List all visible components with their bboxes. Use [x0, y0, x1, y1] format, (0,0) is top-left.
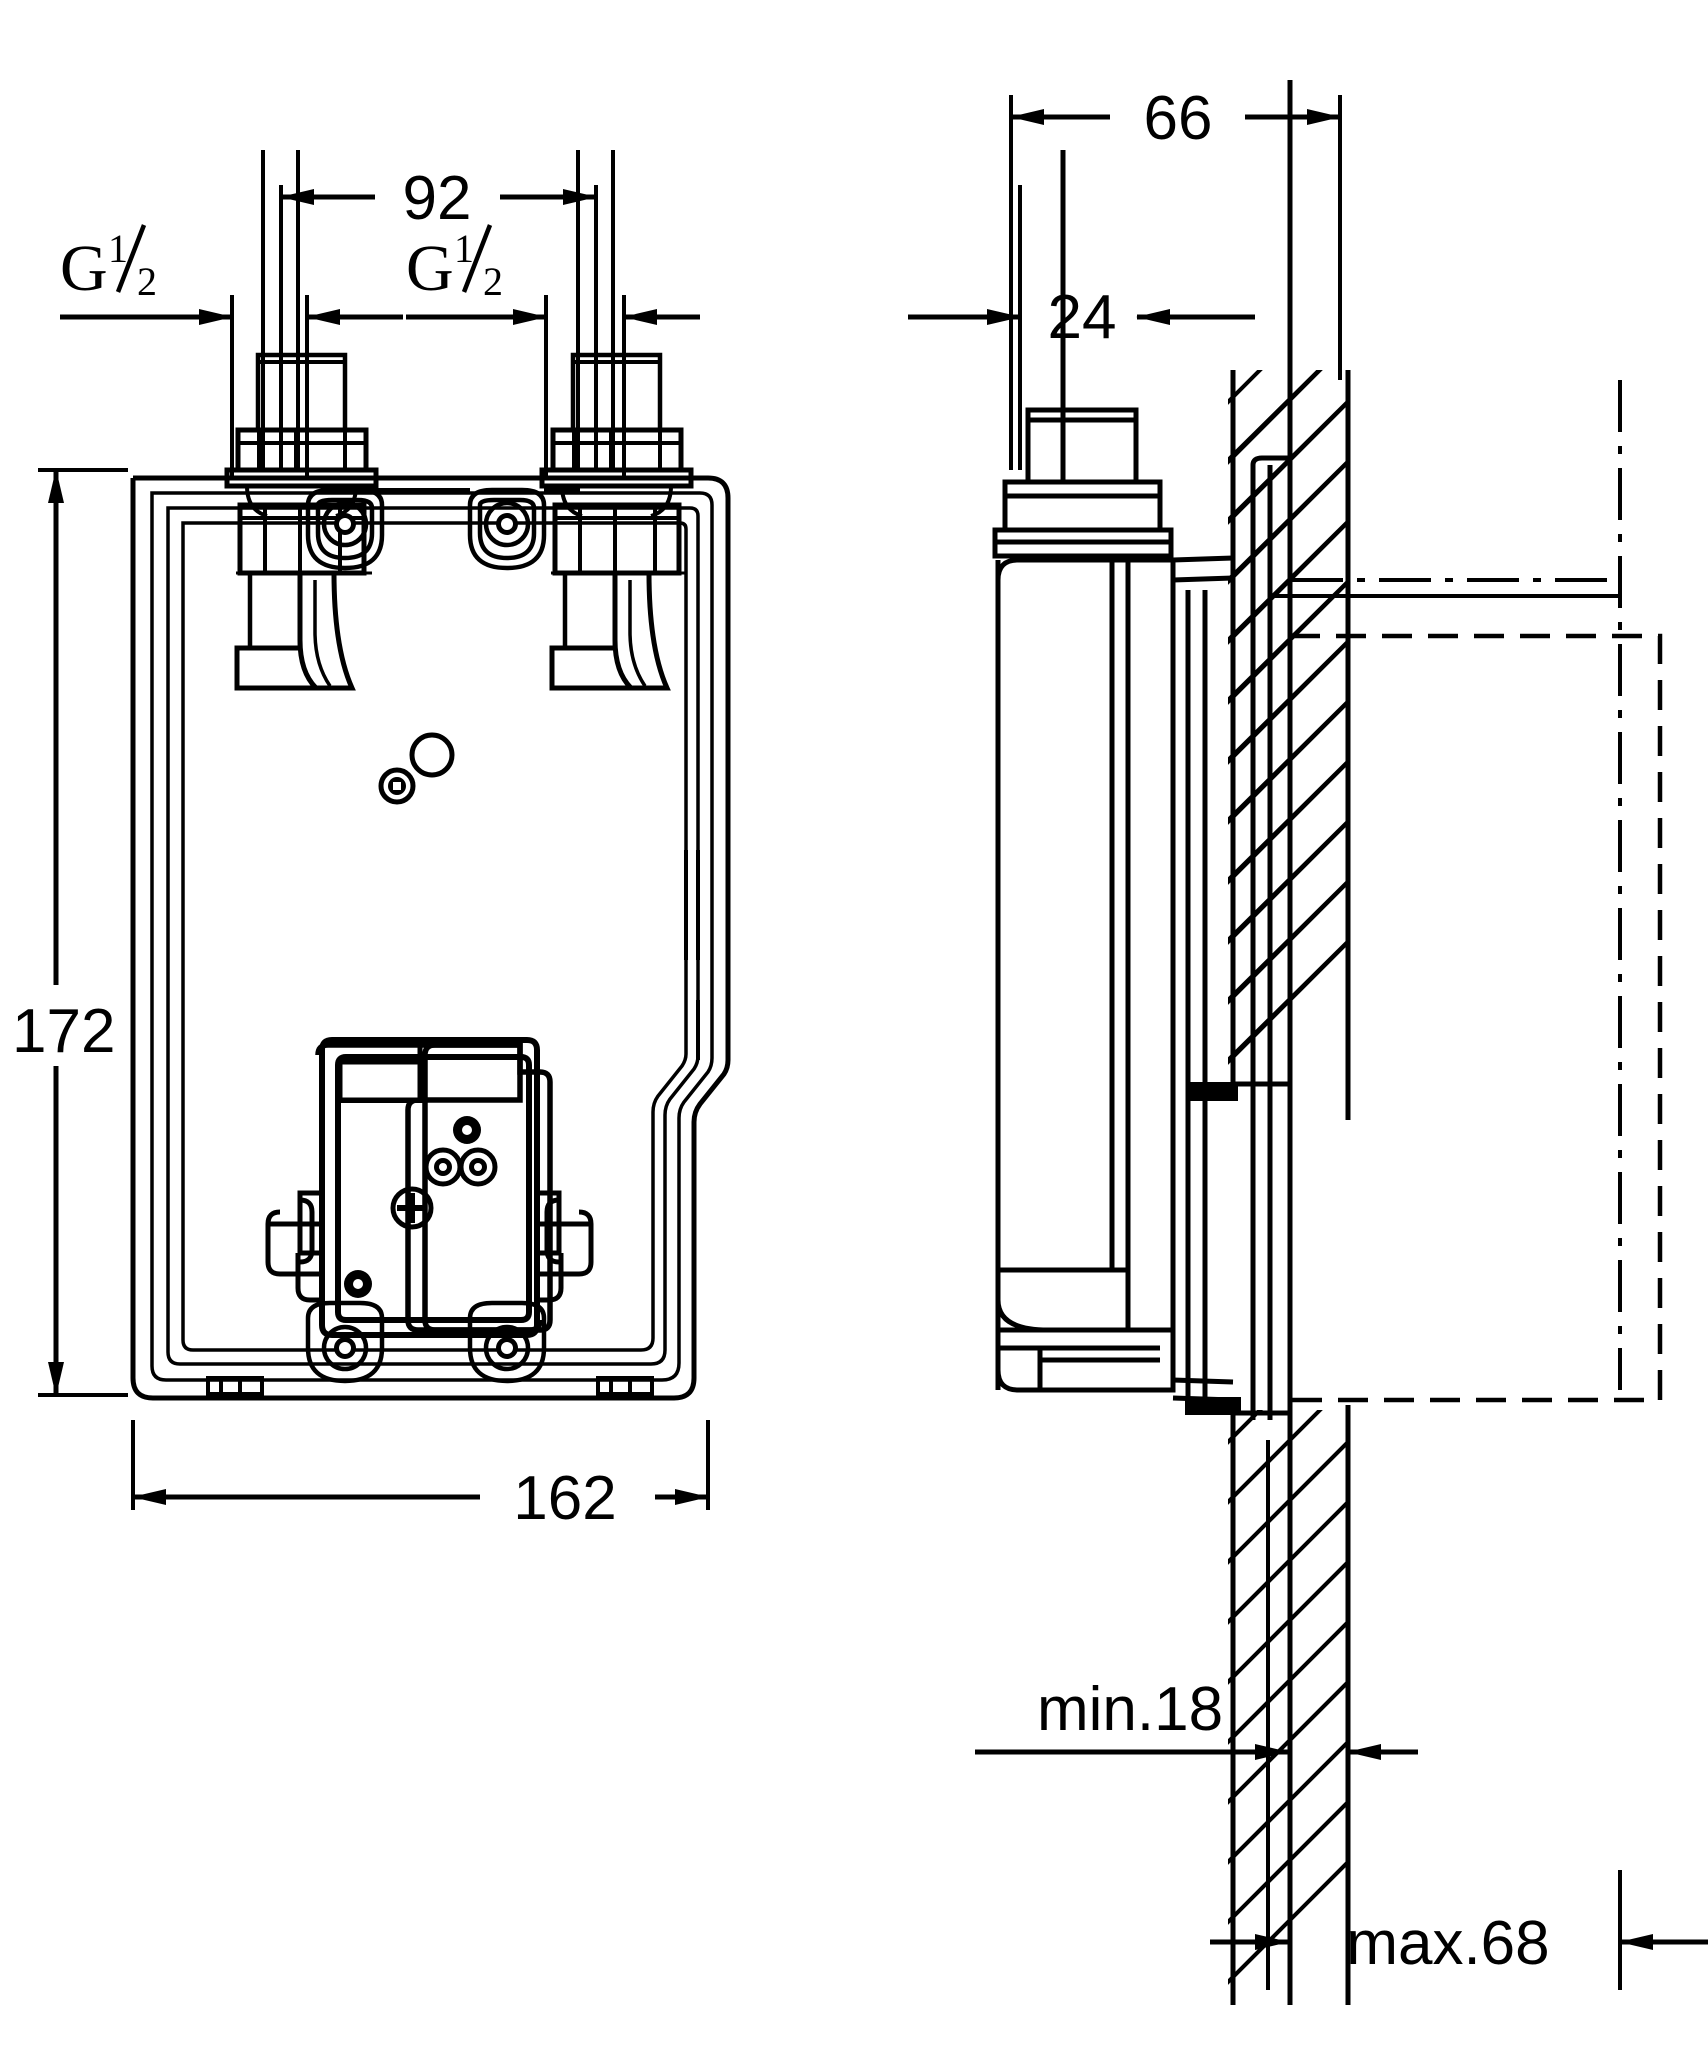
housing-right-edge-detail	[684, 850, 700, 1060]
phillips-screw-icon	[390, 1186, 434, 1230]
control-module-features	[344, 1116, 498, 1298]
dimension-92	[279, 185, 598, 470]
dimension-max68-label: max.68	[1346, 1909, 1549, 1978]
module-clamp-right	[534, 1190, 594, 1303]
dimension-66-label: 66	[1144, 84, 1213, 153]
dimension-min18-label: min.18	[1037, 1675, 1223, 1744]
wall-outline	[1230, 80, 1351, 2005]
thread-right-denominator: 2	[483, 259, 503, 304]
mounting-lug-top-right	[467, 487, 547, 571]
dimension-min18	[975, 1440, 1418, 1770]
dimension-92-label: 92	[403, 164, 472, 233]
trim-outline-dashed	[1290, 633, 1663, 1403]
dimension-172	[38, 468, 128, 1397]
dimension-24-label: 24	[1048, 283, 1117, 352]
dimension-thread-right	[406, 295, 548, 480]
wall-hatch-upper-right	[1228, 370, 1348, 1062]
dimension-thread-left-inner	[305, 295, 403, 480]
control-module-outline	[319, 1037, 540, 1338]
dimension-thread-left	[60, 295, 234, 480]
housing-contour-lines	[130, 475, 731, 1401]
dimension-thread-right-inner	[622, 295, 700, 480]
dimension-annotations: 92 G 1 2 G 1 2	[12, 84, 1708, 1990]
thread-right-prefix: G	[406, 232, 454, 305]
dimension-172-label: 172	[12, 997, 115, 1066]
dimension-162	[131, 1420, 710, 1510]
thread-right-label: G 1 2	[406, 224, 503, 305]
thread-right-numerator: 1	[454, 226, 474, 271]
trim-centerline	[1291, 380, 1622, 1390]
top-rail	[345, 476, 580, 492]
front-view	[130, 150, 731, 1401]
thread-left-label: G 1 2	[60, 224, 157, 305]
mounting-lug-bottom-left	[305, 1300, 385, 1384]
mounting-lug-top-left	[305, 487, 385, 571]
indicator-holes	[378, 732, 455, 805]
thread-left-denominator: 2	[137, 259, 157, 304]
thread-left-numerator: 1	[108, 226, 128, 271]
hole-plain	[409, 732, 455, 778]
side-body-profile	[995, 557, 1176, 1393]
bottom-tabs	[206, 1376, 654, 1396]
dimension-24	[908, 150, 1255, 470]
hole-with-screw	[378, 767, 416, 805]
module-clamp-left	[265, 1190, 325, 1303]
gasket-marks	[1185, 1082, 1241, 1415]
inlet-fitting-right	[539, 150, 694, 691]
dimension-66	[1009, 95, 1342, 470]
thread-left-prefix: G	[60, 232, 108, 305]
housing-inner-rims	[150, 491, 714, 1382]
dimension-max68	[1210, 1770, 1708, 1990]
mounting-lug-bottom-right	[467, 1300, 547, 1384]
dimension-162-label: 162	[513, 1464, 616, 1533]
escutcheon-plate	[1172, 455, 1288, 1420]
